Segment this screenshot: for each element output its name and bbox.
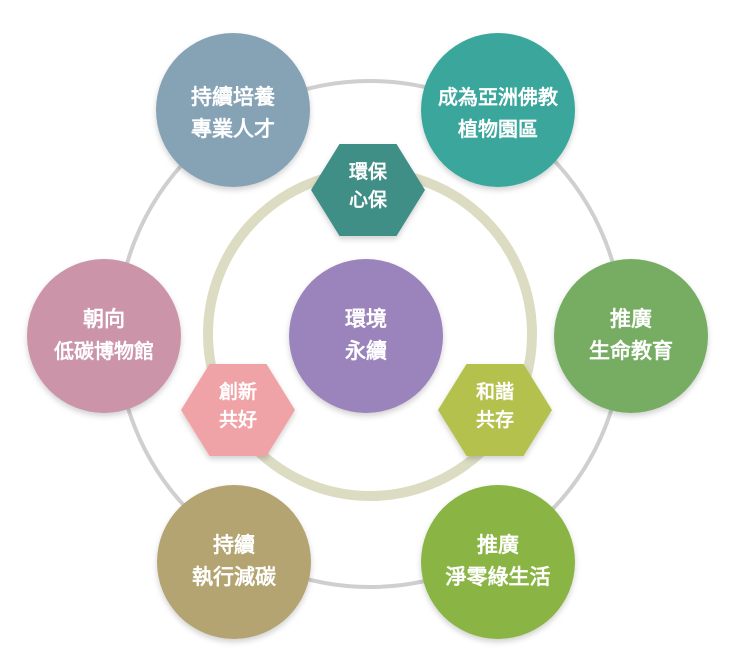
circle-shape [421,485,575,639]
hexagon-label-line-2: 共好 [219,408,257,431]
center-node: 環境 永續 [289,259,443,413]
circle-label-line-2: 低碳博物館 [53,339,154,363]
circle-label-line-1: 朝向 [83,307,125,331]
center-label-line-1: 環境 [345,307,387,331]
circle-node-right: 推廣 生命教育 [554,259,708,413]
center-label-line-2: 永續 [344,339,387,363]
hexagon-label-line-1: 和諧 [476,380,514,403]
circle-shape [157,485,311,639]
hexagon-shape [181,364,295,456]
circle-label-line-1: 持續培養 [191,85,276,109]
hexagon-label-line-2: 共存 [476,408,514,431]
circle-node-bottom-left: 持續 執行減碳 [157,485,311,639]
circle-shape [421,33,575,187]
hexagon-label-line-2: 心保 [349,188,388,211]
circle-node-top-right: 成為亞洲佛教 植物園區 [421,33,575,187]
circle-label-line-2: 執行減碳 [192,565,277,589]
hexagon-label-line-1: 環保 [349,160,388,183]
circle-label-line-1: 成為亞洲佛教 [438,85,559,109]
circle-label-line-1: 推廣 [477,533,519,557]
circle-label-line-2: 淨零綠生活 [446,565,551,589]
circle-shape [27,259,181,413]
hexagon-node-top: 環保 心保 [311,144,425,236]
circle-shape [156,33,310,187]
hexagon-node-right: 和諧 共存 [438,364,552,456]
circle-label-line-1: 持續 [213,533,255,557]
hexagon-label-line-1: 創新 [219,380,257,403]
circle-node-left: 朝向 低碳博物館 [27,259,181,413]
hexagon-node-left: 創新 共好 [181,364,295,456]
circle-label-line-2: 專業人才 [191,117,275,141]
center-circle [289,259,443,413]
hexagon-shape [438,364,552,456]
circle-label-line-2: 生命教育 [589,339,673,363]
circle-node-bottom-right: 推廣 淨零綠生活 [421,485,575,639]
circle-shape [554,259,708,413]
circle-label-line-2: 植物園區 [458,117,538,141]
hexagon-shape [311,144,425,236]
circle-label-line-1: 推廣 [610,307,652,331]
circle-node-top-left: 持續培養 專業人才 [156,33,310,187]
